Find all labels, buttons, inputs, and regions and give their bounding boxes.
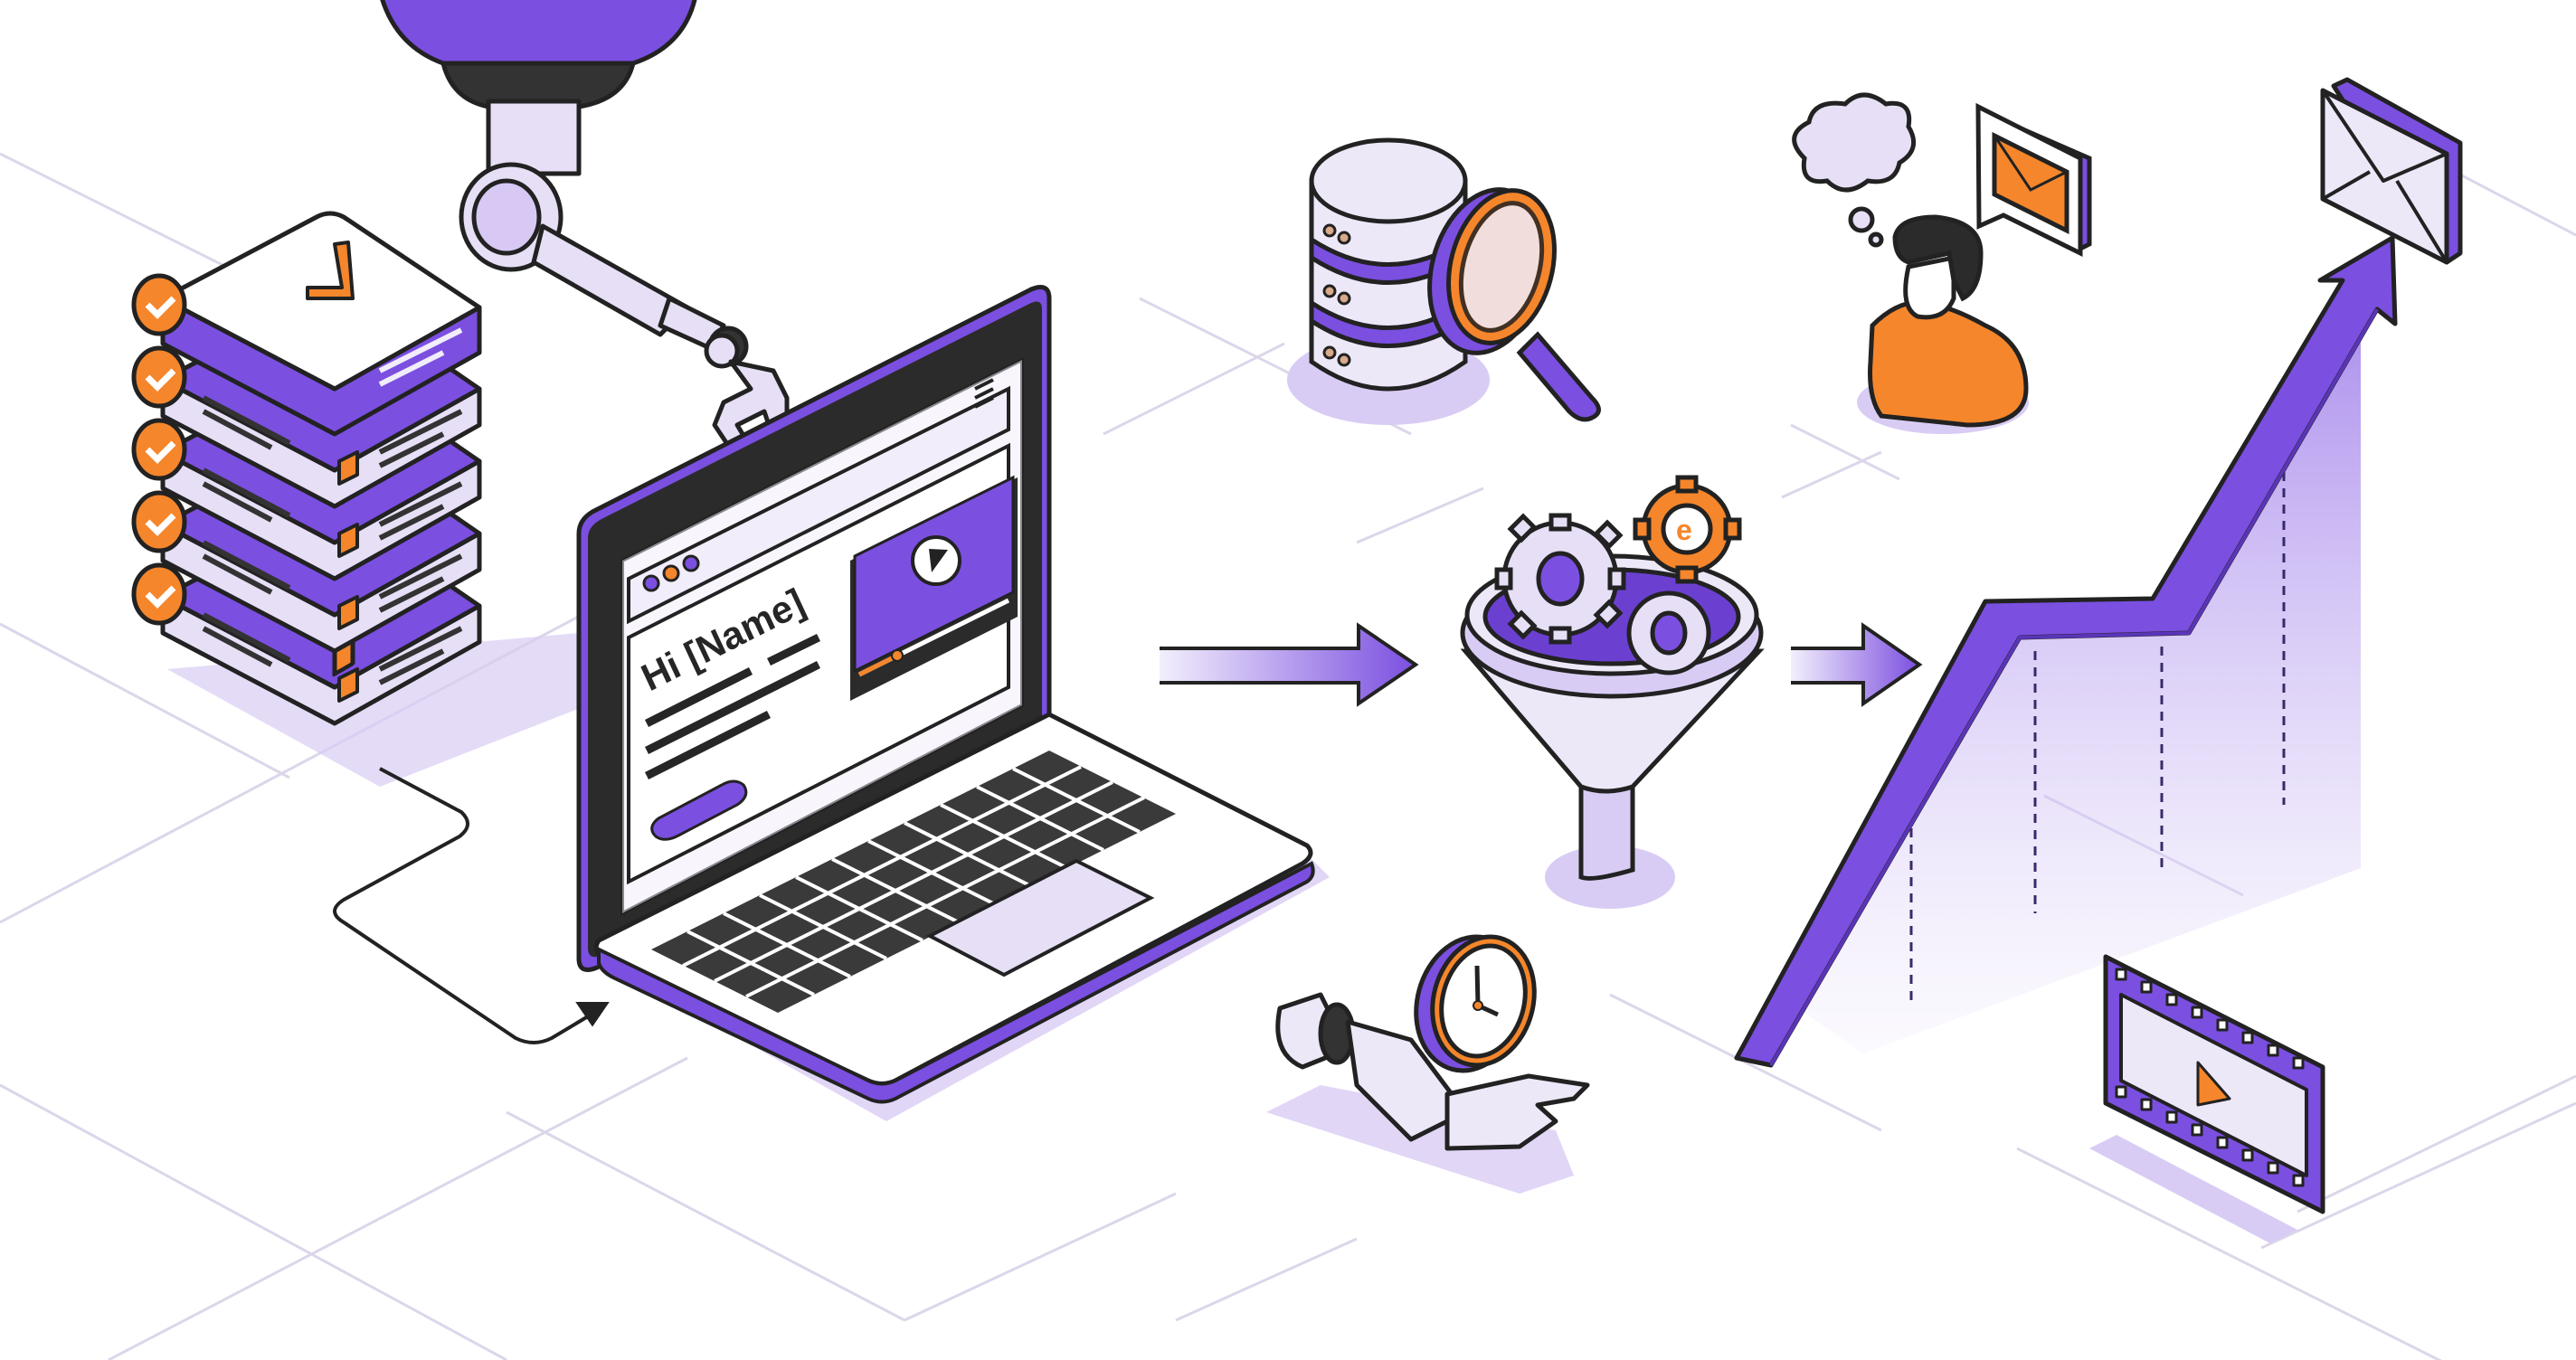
message-bubble bbox=[1975, 102, 2092, 258]
laptop: Hi [Name] bbox=[576, 285, 1330, 1121]
check-badge bbox=[131, 418, 187, 481]
flow-arrow-2 bbox=[1791, 622, 1923, 707]
video-player bbox=[850, 475, 1018, 701]
customer-persona bbox=[1792, 92, 2092, 434]
processing-funnel: e bbox=[1460, 475, 1765, 909]
clock-minute-hand bbox=[1474, 965, 1481, 1006]
database-leds bbox=[1322, 223, 1351, 367]
gear-glyph: e bbox=[1676, 514, 1692, 546]
film-sprockets bbox=[2115, 968, 2305, 1187]
check-badge bbox=[131, 562, 187, 626]
person-body bbox=[1868, 299, 2029, 428]
window-dot-3 bbox=[682, 554, 700, 572]
check-badge bbox=[131, 273, 187, 336]
cta-button bbox=[650, 779, 748, 841]
server-detail-lines bbox=[202, 395, 463, 685]
check-badges bbox=[131, 273, 187, 626]
window-dot-1 bbox=[642, 574, 660, 592]
database-search bbox=[1287, 137, 1601, 425]
browser-titlebar bbox=[627, 385, 1010, 625]
growth-area bbox=[1791, 289, 2361, 1053]
robot-arm-base bbox=[380, 0, 697, 66]
gear-icon-orange: e bbox=[1633, 475, 1742, 584]
robot-arm bbox=[380, 0, 790, 464]
funnel-stem bbox=[1578, 784, 1635, 881]
robot-fingers bbox=[1444, 1073, 1590, 1151]
film-shadow bbox=[2089, 1135, 2297, 1243]
video-scrubber bbox=[891, 649, 904, 662]
laptop-screen: Hi [Name] bbox=[620, 356, 1024, 917]
video-progress-fill bbox=[857, 654, 897, 677]
growth-chart bbox=[1734, 235, 2398, 1068]
body-text-lines bbox=[644, 633, 821, 780]
envelope-icon bbox=[1992, 131, 2069, 235]
video-film-strip bbox=[2089, 954, 2325, 1243]
server-unit-top bbox=[160, 211, 482, 437]
play-icon bbox=[929, 549, 948, 572]
connector-arrow bbox=[333, 767, 610, 1044]
check-badge bbox=[131, 490, 187, 553]
person-hair bbox=[1892, 214, 1984, 302]
trackpad bbox=[925, 858, 1155, 978]
person-face bbox=[1903, 254, 1956, 320]
play-icon bbox=[2196, 1061, 2231, 1107]
server-light-lines bbox=[378, 327, 463, 387]
window-dot-2 bbox=[662, 564, 680, 582]
background-grid bbox=[0, 107, 2576, 1360]
envelope-icon-large bbox=[2320, 77, 2463, 265]
thought-bubble-icon bbox=[1792, 92, 1917, 248]
robot-gripper bbox=[712, 359, 790, 464]
keyboard bbox=[651, 751, 1176, 1013]
flow-arrow-1 bbox=[1160, 622, 1419, 707]
server-stack bbox=[131, 211, 633, 787]
hand-shadow bbox=[1266, 1085, 1574, 1194]
checkmark-icon bbox=[306, 241, 355, 300]
status-indicators bbox=[337, 450, 359, 703]
server-units bbox=[160, 211, 482, 726]
menu-icon bbox=[974, 378, 994, 409]
clock-icon bbox=[1414, 934, 1537, 1073]
magnifier-icon bbox=[1427, 187, 1601, 422]
gear-icon-large bbox=[1494, 513, 1626, 645]
gear-icon-small bbox=[1626, 590, 1711, 675]
check-badge bbox=[131, 345, 187, 409]
robot-hand-clock bbox=[1266, 934, 1590, 1194]
